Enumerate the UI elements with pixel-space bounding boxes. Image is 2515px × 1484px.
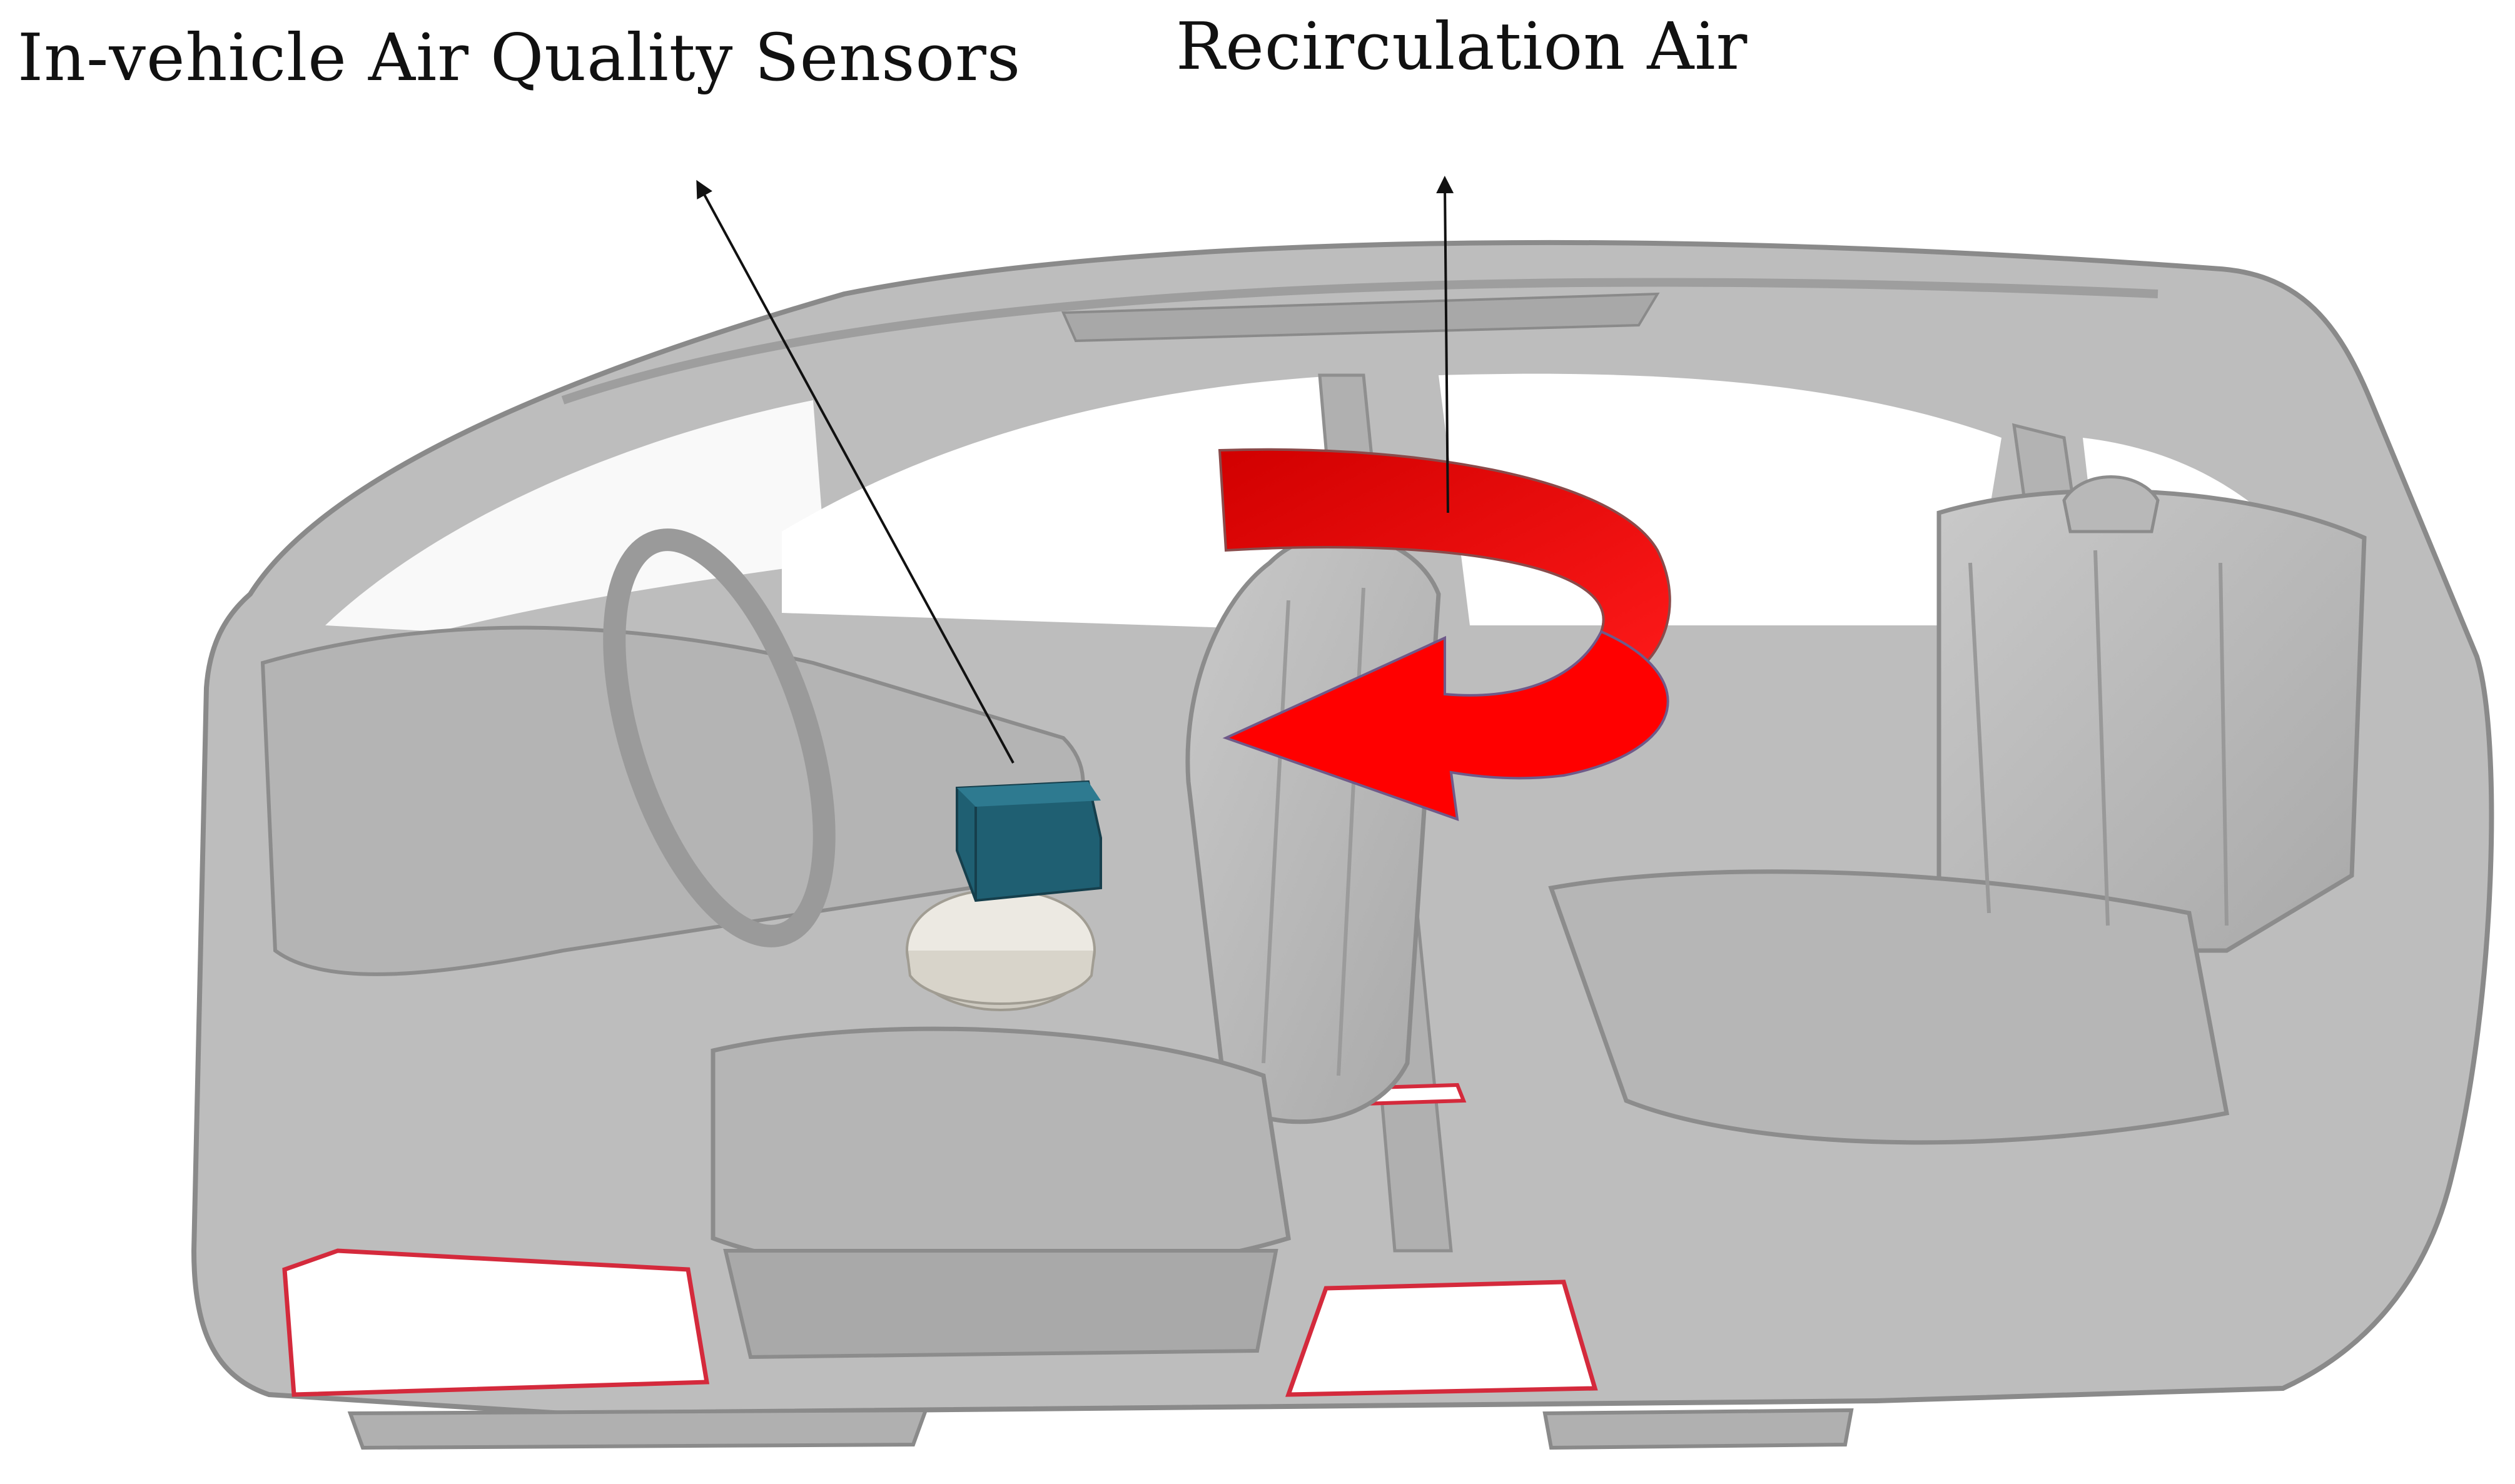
- air-quality-sensor: [906, 780, 1102, 1011]
- sensor-label: In-vehicle Air Quality Sensors: [18, 19, 1021, 96]
- sensor-pointer-arrow: [696, 179, 1015, 764]
- recirculation-label: Recirculation Air: [1176, 8, 1748, 84]
- rear-seat: [1548, 475, 2367, 1145]
- recirculation-arrow: [1218, 448, 1671, 821]
- recirculation-pointer-arrow: [1436, 176, 1454, 513]
